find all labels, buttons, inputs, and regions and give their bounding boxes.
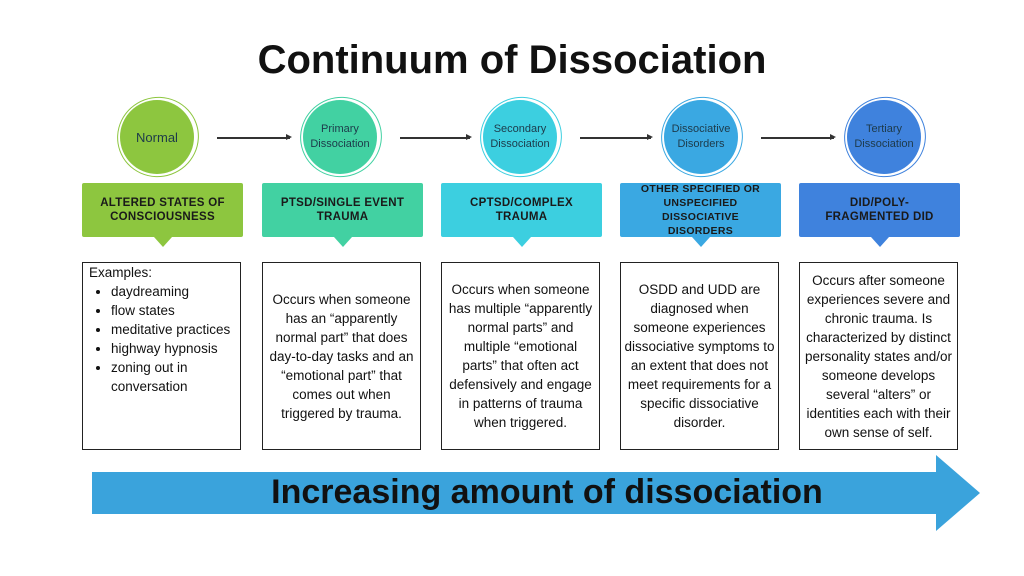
stage-header-text: CPTSD/COMPLEX TRAUMA bbox=[470, 197, 573, 223]
arrow-connector bbox=[580, 134, 653, 140]
stage-circle: Normal bbox=[120, 100, 194, 174]
example-item: zoning out in conversation bbox=[111, 358, 234, 396]
stage-description: Occurs when someone has an “apparently n… bbox=[262, 262, 421, 450]
description-text: Occurs when someone has multiple “appare… bbox=[448, 282, 593, 430]
stage-header-text: DID/POLY-FRAGMENTED DID bbox=[825, 197, 934, 223]
examples-label: Examples: bbox=[89, 265, 153, 280]
axis-label: Increasing amount of dissociation bbox=[271, 473, 823, 511]
stage-circle: Tertiary Dissociation bbox=[847, 100, 921, 174]
description-text: OSDD and UDD are diagnosed when someone … bbox=[624, 282, 775, 430]
stage-header-text: PTSD/SINGLE EVENT TRAUMA bbox=[280, 197, 405, 223]
stage-header-text: OTHER SPECIFIED OR UNSPECIFIED DISSOCIAT… bbox=[640, 183, 761, 237]
description-text: Occurs after someone experiences severe … bbox=[804, 272, 953, 440]
stage-header: CPTSD/COMPLEX TRAUMA bbox=[441, 183, 602, 247]
stage-header: ALTERED STATES OF CONSCIOUSNESS bbox=[82, 183, 243, 247]
stage-description: Examples: daydreamingflow statesmeditativ… bbox=[82, 262, 241, 450]
stage-description: Occurs after someone experiences severe … bbox=[799, 262, 958, 450]
stage-header: DID/POLY-FRAGMENTED DID bbox=[799, 183, 960, 247]
increasing-arrow-head bbox=[936, 455, 980, 531]
example-item: highway hypnosis bbox=[111, 339, 234, 358]
arrow-connector bbox=[761, 134, 836, 140]
stage-header-text: ALTERED STATES OF CONSCIOUSNESS bbox=[100, 197, 225, 223]
example-item: flow states bbox=[111, 301, 234, 320]
stage-description: OSDD and UDD are diagnosed when someone … bbox=[620, 262, 779, 450]
stage-header: PTSD/SINGLE EVENT TRAUMA bbox=[262, 183, 423, 247]
arrow-connector bbox=[400, 134, 472, 140]
description-text: Occurs when someone has an “apparently n… bbox=[269, 291, 414, 421]
page-title: Continuum of Dissociation bbox=[257, 38, 767, 82]
example-item: daydreaming bbox=[111, 282, 234, 301]
stage-circle: Dissociative Disorders bbox=[664, 100, 738, 174]
stage-header: OTHER SPECIFIED OR UNSPECIFIED DISSOCIAT… bbox=[620, 183, 781, 247]
stage-circle: Secondary Dissociation bbox=[483, 100, 557, 174]
example-item: meditative practices bbox=[111, 320, 234, 339]
stage-circle: Primary Dissociation bbox=[303, 100, 377, 174]
stage-description: Occurs when someone has multiple “appare… bbox=[441, 262, 600, 450]
arrow-connector bbox=[217, 134, 292, 140]
increasing-arrow-body bbox=[92, 472, 942, 514]
